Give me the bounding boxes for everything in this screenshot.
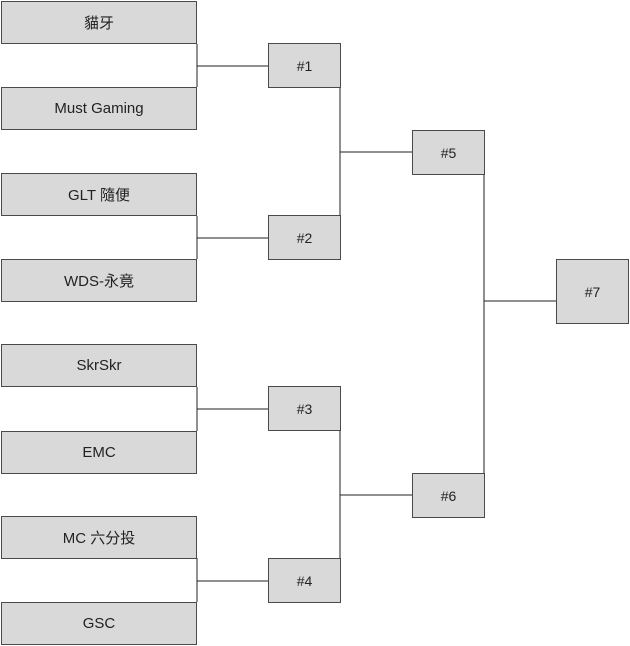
team-name: GLT 隨便 (68, 187, 130, 204)
team-slot: SkrSkr (1, 344, 197, 387)
match-label: #4 (296, 572, 313, 589)
match-7-box: #7 (556, 259, 629, 324)
match-3-box: #3 (268, 386, 341, 431)
team-name: 貓牙 (83, 15, 114, 32)
match-label: #3 (296, 400, 313, 417)
match-label: #1 (296, 57, 313, 74)
match-1-box: #1 (268, 43, 341, 88)
match-2-box: #2 (268, 215, 341, 260)
team-name: Must Gaming (54, 100, 144, 117)
team-slot: GSC (1, 602, 197, 645)
match-label: #7 (584, 283, 601, 300)
team-slot: WDS-永竟 (1, 259, 197, 302)
team-name: GSC (82, 615, 116, 632)
team-slot: MC 六分投 (1, 516, 197, 559)
match-label: #2 (296, 229, 313, 246)
match-label: #6 (440, 487, 457, 504)
team-slot: EMC (1, 431, 197, 474)
team-slot: 貓牙 (1, 1, 197, 44)
match-4-box: #4 (268, 558, 341, 603)
team-slot: Must Gaming (1, 87, 197, 130)
team-name: WDS-永竟 (64, 273, 134, 290)
team-slot: GLT 隨便 (1, 173, 197, 216)
team-name: EMC (82, 444, 116, 461)
match-5-box: #5 (412, 130, 485, 175)
match-6-box: #6 (412, 473, 485, 518)
match-label: #5 (440, 144, 457, 161)
team-name: SkrSkr (76, 357, 122, 374)
team-name: MC 六分投 (62, 530, 136, 547)
